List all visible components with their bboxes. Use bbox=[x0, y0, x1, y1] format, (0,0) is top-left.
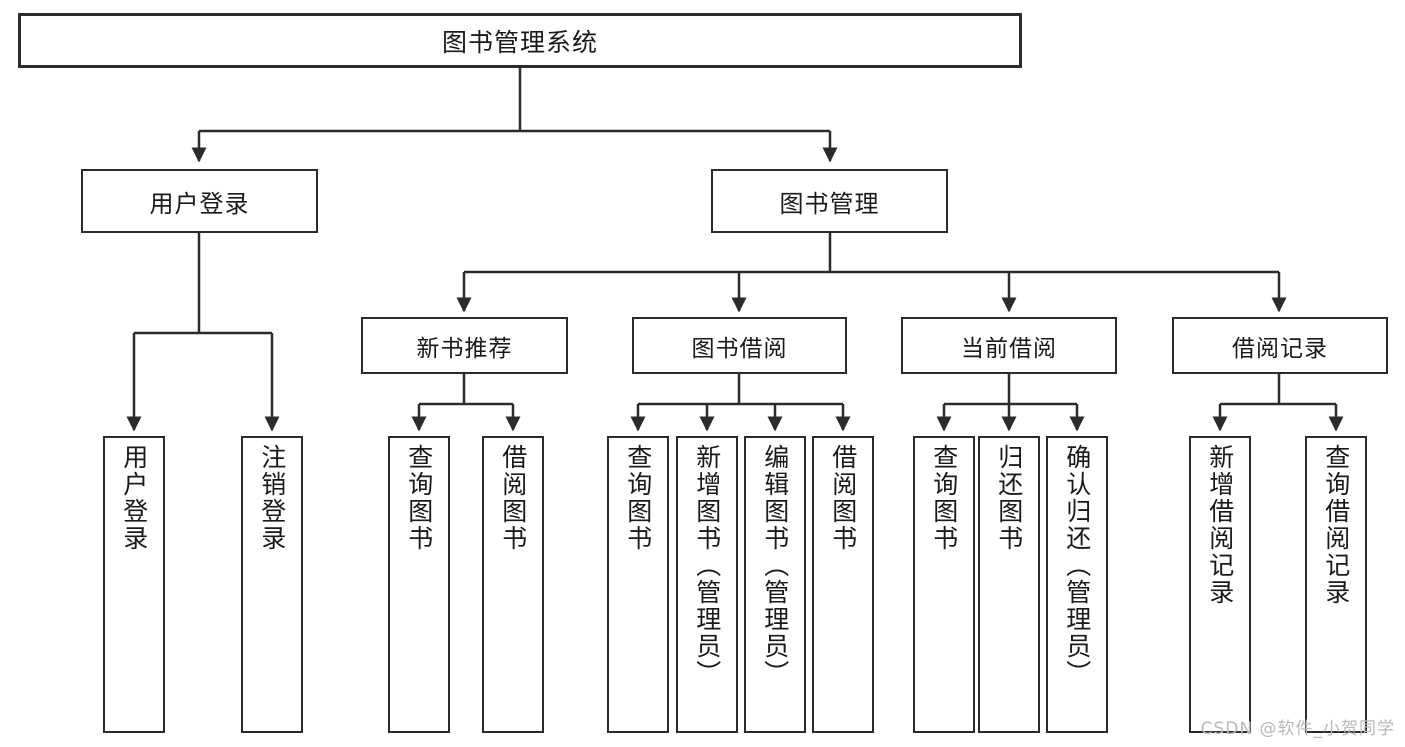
node-leaf-return-book-label: 归还图书 bbox=[994, 444, 1024, 552]
node-book-management[interactable]: 图书管理 bbox=[711, 169, 948, 233]
node-leaf-user-login-label: 用户登录 bbox=[119, 444, 149, 552]
node-leaf-logout[interactable]: 注销登录 bbox=[241, 436, 303, 733]
node-leaf-edit-book-label: 编辑图书（管理员） bbox=[760, 444, 790, 687]
node-current-borrow[interactable]: 当前借阅 bbox=[901, 317, 1117, 374]
node-book-borrow[interactable]: 图书借阅 bbox=[632, 317, 847, 374]
node-root-label: 图书管理系统 bbox=[441, 27, 598, 57]
csdn-watermark: CSDN @软件_小贺同学 bbox=[1200, 719, 1395, 739]
node-book-borrow-label: 图书借阅 bbox=[691, 335, 788, 362]
node-borrow-record[interactable]: 借阅记录 bbox=[1172, 317, 1388, 374]
node-leaf-edit-book[interactable]: 编辑图书（管理员） bbox=[744, 436, 806, 733]
node-leaf-add-record[interactable]: 新增借阅记录 bbox=[1189, 436, 1251, 733]
node-leaf-logout-label: 注销登录 bbox=[257, 444, 287, 552]
node-leaf-add-book-label: 新增图书（管理员） bbox=[692, 444, 722, 687]
node-borrow-record-label: 借阅记录 bbox=[1232, 335, 1328, 362]
node-leaf-query-book-3[interactable]: 查询图书 bbox=[913, 436, 975, 733]
node-leaf-borrow-book-1-label: 借阅图书 bbox=[498, 444, 528, 552]
node-leaf-borrow-book-2[interactable]: 借阅图书 bbox=[812, 436, 874, 733]
node-leaf-query-book-1-label: 查询图书 bbox=[404, 444, 434, 552]
node-user-login-label: 用户登录 bbox=[149, 189, 250, 218]
node-leaf-add-book[interactable]: 新增图书（管理员） bbox=[676, 436, 738, 733]
node-leaf-user-login[interactable]: 用户登录 bbox=[103, 436, 165, 733]
node-leaf-confirm-return[interactable]: 确认归还（管理员） bbox=[1046, 436, 1108, 733]
node-new-book-recommend[interactable]: 新书推荐 bbox=[361, 317, 568, 374]
node-leaf-borrow-book-1[interactable]: 借阅图书 bbox=[482, 436, 544, 733]
node-leaf-borrow-book-2-label: 借阅图书 bbox=[828, 444, 858, 552]
node-leaf-query-record[interactable]: 查询借阅记录 bbox=[1305, 436, 1367, 733]
node-leaf-query-record-label: 查询借阅记录 bbox=[1321, 444, 1351, 606]
node-leaf-query-book-1[interactable]: 查询图书 bbox=[388, 436, 450, 733]
node-user-login[interactable]: 用户登录 bbox=[81, 169, 318, 233]
node-new-book-recommend-label: 新书推荐 bbox=[416, 335, 513, 362]
node-leaf-confirm-return-label: 确认归还（管理员） bbox=[1062, 444, 1092, 687]
node-book-management-label: 图书管理 bbox=[779, 189, 880, 218]
node-leaf-query-book-2[interactable]: 查询图书 bbox=[607, 436, 669, 733]
node-root[interactable]: 图书管理系统 bbox=[18, 13, 1022, 68]
node-leaf-query-book-3-label: 查询图书 bbox=[929, 444, 959, 552]
node-leaf-return-book[interactable]: 归还图书 bbox=[978, 436, 1040, 733]
node-current-borrow-label: 当前借阅 bbox=[961, 335, 1057, 362]
node-leaf-add-record-label: 新增借阅记录 bbox=[1205, 444, 1235, 606]
node-leaf-query-book-2-label: 查询图书 bbox=[623, 444, 653, 552]
